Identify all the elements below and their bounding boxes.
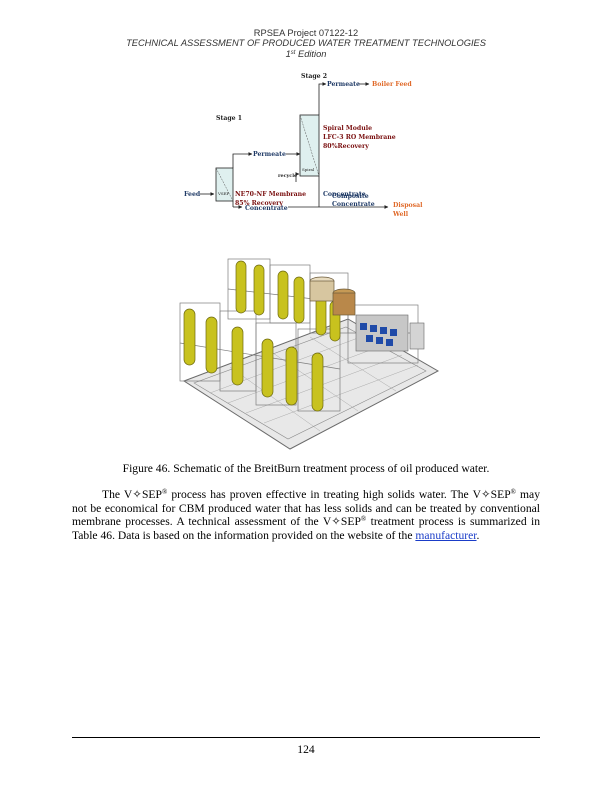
disposal-line1: Disposal (393, 202, 423, 209)
page-number: 124 (297, 743, 315, 756)
header-edition: 1st Edition (0, 48, 612, 60)
edition-number: 1 (285, 49, 291, 59)
permeate1-label: Permeate (253, 151, 286, 158)
concentrate-bottom-label: Concentrate (245, 205, 288, 212)
permeate2-line (318, 82, 327, 115)
permeate2-label: Permeate (327, 81, 360, 88)
nf-line1: NE70-NF Membrane (235, 191, 306, 198)
ro-line1: Spiral Module (323, 125, 372, 132)
boiler-feed-label: Boiler Feed (372, 81, 412, 88)
nf-line2: 85% Recovery (235, 200, 283, 207)
stage1-label: Stage 1 (216, 115, 242, 122)
disposal-line2: Well (392, 211, 409, 218)
manufacturer-link[interactable]: manufacturer (415, 528, 477, 542)
stage2-label: Stage 2 (301, 73, 327, 80)
ro-line3: 80%Recovery (323, 143, 369, 150)
composite-line1: Composite (332, 193, 369, 200)
body-paragraph: The V✧SEP® process has proven effective … (72, 488, 540, 542)
feed-label: Feed (184, 191, 201, 198)
edition-suffix: st (290, 50, 296, 56)
concentrate-mid-label: Concentrate (323, 191, 366, 198)
para-text-5: . (476, 528, 480, 542)
pump-skid (355, 314, 425, 352)
footer-rule (72, 737, 540, 738)
edition-word: Edition (295, 49, 327, 59)
vsep-module-label: VSEP (217, 191, 230, 196)
ro-line2: LFC-3 RO Membrane (323, 134, 396, 141)
para-text-2: process has proven effective in treating… (167, 488, 511, 501)
spiral-module-label: Spiral (302, 167, 315, 172)
plant-3d-rendering (179, 258, 440, 450)
vsep-module: VSEP (215, 167, 234, 202)
platform-floor (182, 318, 440, 450)
permeate1-line (232, 153, 250, 168)
header-project: RPSEA Project 07122-12 (253, 28, 359, 38)
flow-lines (200, 82, 389, 209)
tanks (309, 276, 356, 316)
figure-caption: Figure 46. Schematic of the BreitBurn tr… (122, 462, 490, 475)
recycle-label: recycle (278, 173, 297, 179)
composite-line2: Concentrate (332, 201, 375, 208)
recycle-line (295, 172, 300, 182)
spiral-module: Spiral (299, 114, 320, 177)
para-text-3: may not be economical for CBM produced w… (72, 488, 541, 528)
header-title: TECHNICAL ASSESSMENT OF PRODUCED WATER T… (126, 38, 486, 48)
registered-mark-3: ® (360, 515, 367, 523)
para-text-1: The V✧SEP (102, 488, 162, 501)
registered-mark-1: ® (161, 488, 168, 496)
registered-mark-2: ® (510, 488, 516, 496)
pressure-vessels (183, 260, 341, 412)
process-schematic: VSEP Spiral Stage 1 Stage 2 Feed Permeat… (184, 73, 423, 218)
para-text-4: treatment process is summarized in Table… (72, 515, 540, 542)
